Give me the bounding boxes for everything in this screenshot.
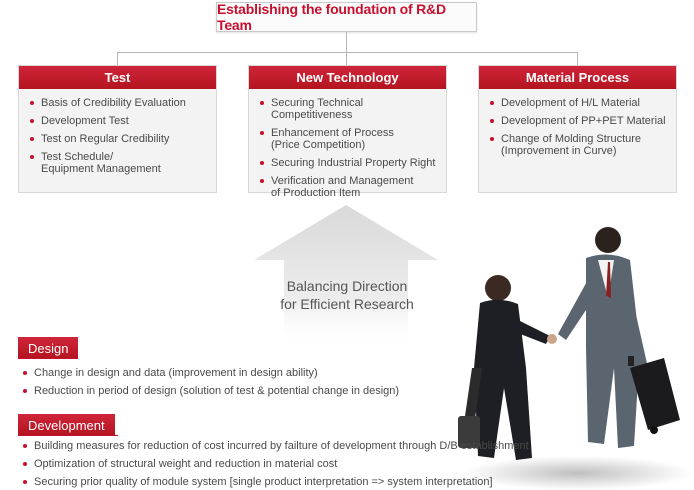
- top-title: Establishing the foundation of R&D Team: [217, 1, 446, 33]
- businessmen-handshake-illustration: [458, 227, 693, 490]
- list-item: Test Schedule/ Equipment Management: [29, 151, 210, 175]
- list-item: Enhancement of Process (Price Competitio…: [259, 127, 440, 151]
- connector-vertical-main: [346, 32, 347, 52]
- development-tag: Development: [18, 414, 115, 436]
- column-material-process-title: Material Process: [479, 66, 676, 89]
- list-item: Securing prior quality of module system …: [22, 476, 529, 489]
- connector-right: [577, 52, 578, 65]
- column-material-process: Material Process Development of H/L Mate…: [478, 65, 677, 193]
- connector-middle: [346, 52, 347, 65]
- column-new-technology-list: Securing Technical Competitiveness Enhan…: [249, 89, 446, 199]
- list-item: Change in design and data (improvement i…: [22, 367, 399, 380]
- connector-horizontal: [117, 52, 577, 53]
- design-list: Change in design and data (improvement i…: [22, 367, 399, 403]
- list-item: Change of Molding Structure (Improvement…: [489, 133, 670, 157]
- column-new-technology-title: New Technology: [249, 66, 446, 89]
- list-item: Verification and Management of Productio…: [259, 175, 440, 199]
- column-test: Test Basis of Credibility Evaluation Dev…: [18, 65, 217, 193]
- design-divider: [18, 358, 78, 359]
- list-item: Reduction in period of design (solution …: [22, 385, 399, 398]
- center-caption: Balancing Direction for Efficient Resear…: [262, 277, 432, 313]
- list-item: Optimization of structural weight and re…: [22, 458, 529, 471]
- list-item: Basis of Credibility Evaluation: [29, 97, 210, 109]
- up-arrow-icon: [254, 205, 438, 345]
- list-item: Securing Industrial Property Right: [259, 157, 440, 169]
- list-item: Securing Technical Competitiveness: [259, 97, 440, 121]
- list-item: Development of H/L Material: [489, 97, 670, 109]
- design-tag: Design: [18, 337, 79, 359]
- column-test-list: Basis of Credibility Evaluation Developm…: [19, 89, 216, 175]
- column-material-process-list: Development of H/L Material Development …: [479, 89, 676, 157]
- list-item: Test on Regular Credibility: [29, 133, 210, 145]
- column-test-title: Test: [19, 66, 216, 89]
- center-caption-line2: for Efficient Research: [280, 296, 414, 312]
- list-item: Development of PP+PET Material: [489, 115, 670, 127]
- list-item: Building measures for reduction of cost …: [22, 440, 529, 453]
- development-divider: [18, 435, 118, 436]
- development-list: Building measures for reduction of cost …: [22, 440, 529, 490]
- connector-left: [117, 52, 118, 65]
- center-caption-line1: Balancing Direction: [286, 278, 408, 294]
- column-new-technology: New Technology Securing Technical Compet…: [248, 65, 447, 199]
- top-title-box: Establishing the foundation of R&D Team: [216, 1, 477, 33]
- list-item: Development Test: [29, 115, 210, 127]
